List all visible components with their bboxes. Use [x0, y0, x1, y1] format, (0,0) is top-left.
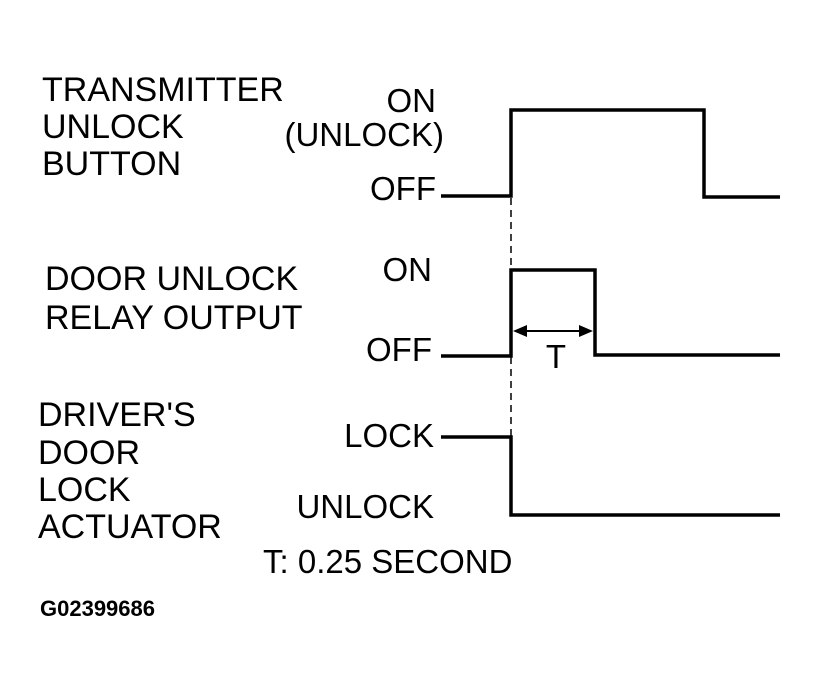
actuator-label-line-2: DOOR	[38, 434, 140, 472]
pulse-marker-t: T	[546, 338, 566, 375]
actuator-unlock-label: UNLOCK	[296, 488, 434, 525]
dimension-arrow-right	[579, 325, 593, 337]
dimension-arrow-left	[513, 325, 527, 337]
relay-label-line-2: RELAY OUTPUT	[45, 299, 303, 337]
transmitter-unlock-label: (UNLOCK)	[284, 116, 444, 153]
pulse-width-dimension: T	[513, 325, 593, 375]
relay-signal: DOOR UNLOCK RELAY OUTPUT ON OFF T	[45, 251, 780, 375]
relay-off-label: OFF	[366, 331, 432, 368]
relay-on-label: ON	[383, 251, 433, 288]
actuator-lock-label: LOCK	[344, 417, 434, 454]
relay-label-line-1: DOOR UNLOCK	[45, 260, 298, 298]
actuator-label-line-4: ACTUATOR	[38, 508, 222, 546]
figure-code: G02399686	[40, 596, 155, 621]
relay-waveform	[441, 268, 780, 358]
transmitter-on-label: ON	[387, 82, 437, 119]
transmitter-label-line-3: BUTTON	[42, 145, 181, 183]
transmitter-label-line-1: TRANSMITTER	[42, 71, 284, 109]
actuator-waveform	[441, 435, 780, 517]
transmitter-signal: TRANSMITTER UNLOCK BUTTON ON (UNLOCK) OF…	[42, 71, 780, 207]
actuator-label-line-1: DRIVER'S	[38, 396, 196, 434]
transmitter-off-label: OFF	[370, 170, 436, 207]
actuator-label-line-3: LOCK	[38, 471, 131, 509]
transmitter-label-line-2: UNLOCK	[42, 108, 184, 146]
timing-note: T: 0.25 SECOND	[263, 543, 512, 580]
actuator-signal: DRIVER'S DOOR LOCK ACTUATOR LOCK UNLOCK	[38, 396, 780, 546]
transmitter-waveform	[441, 108, 780, 199]
